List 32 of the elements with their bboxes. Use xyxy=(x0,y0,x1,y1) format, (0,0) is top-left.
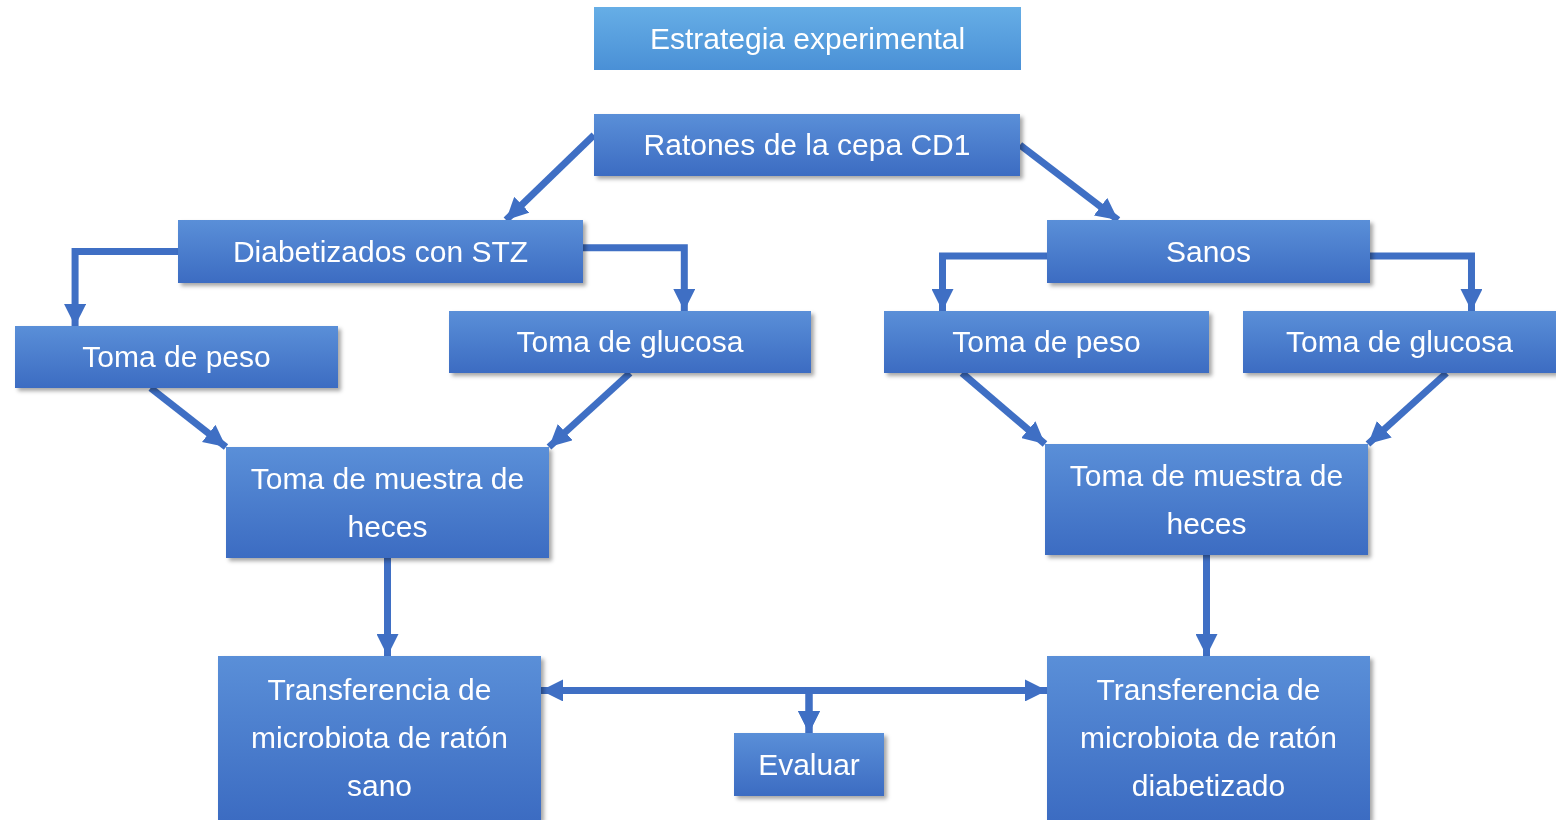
box-label: Transferencia de microbiota de ratón sano xyxy=(250,672,509,804)
box-label: Evaluar xyxy=(758,746,860,783)
process-box xyxy=(884,311,1209,373)
process-box xyxy=(734,733,884,796)
process-box xyxy=(1045,444,1368,555)
box-label: Toma de peso xyxy=(952,324,1141,360)
process-box xyxy=(218,656,541,820)
box-label: Sanos xyxy=(1165,233,1252,270)
box-label: Transferencia de microbiota de ratón diabetizado xyxy=(1079,672,1338,804)
arrow xyxy=(64,248,178,326)
process-box xyxy=(1243,311,1556,373)
box-label: Toma de muestra de heces xyxy=(1068,457,1345,542)
box-label: Estrategia experimental xyxy=(649,20,966,57)
heading-box xyxy=(594,7,1021,70)
process-box xyxy=(178,220,583,283)
process-box xyxy=(449,311,811,373)
box-label: Ratones de la cepa CD1 xyxy=(643,127,971,163)
arrow xyxy=(931,252,1047,311)
process-box xyxy=(1047,656,1370,820)
arrow xyxy=(1370,252,1483,311)
arrow xyxy=(376,558,399,656)
box-label: Toma de muestra de heces xyxy=(249,460,526,545)
box-label: Diabetizados con STZ xyxy=(232,233,529,270)
box-label: Toma de glucosa xyxy=(1286,324,1513,360)
arrow xyxy=(583,244,696,311)
arrow xyxy=(1195,555,1218,656)
process-box xyxy=(594,114,1020,176)
process-box xyxy=(1047,220,1370,283)
process-box xyxy=(15,326,338,388)
box-label: Toma de glucosa xyxy=(516,324,744,360)
box-label: Toma de peso xyxy=(82,339,271,375)
process-box xyxy=(226,447,549,558)
